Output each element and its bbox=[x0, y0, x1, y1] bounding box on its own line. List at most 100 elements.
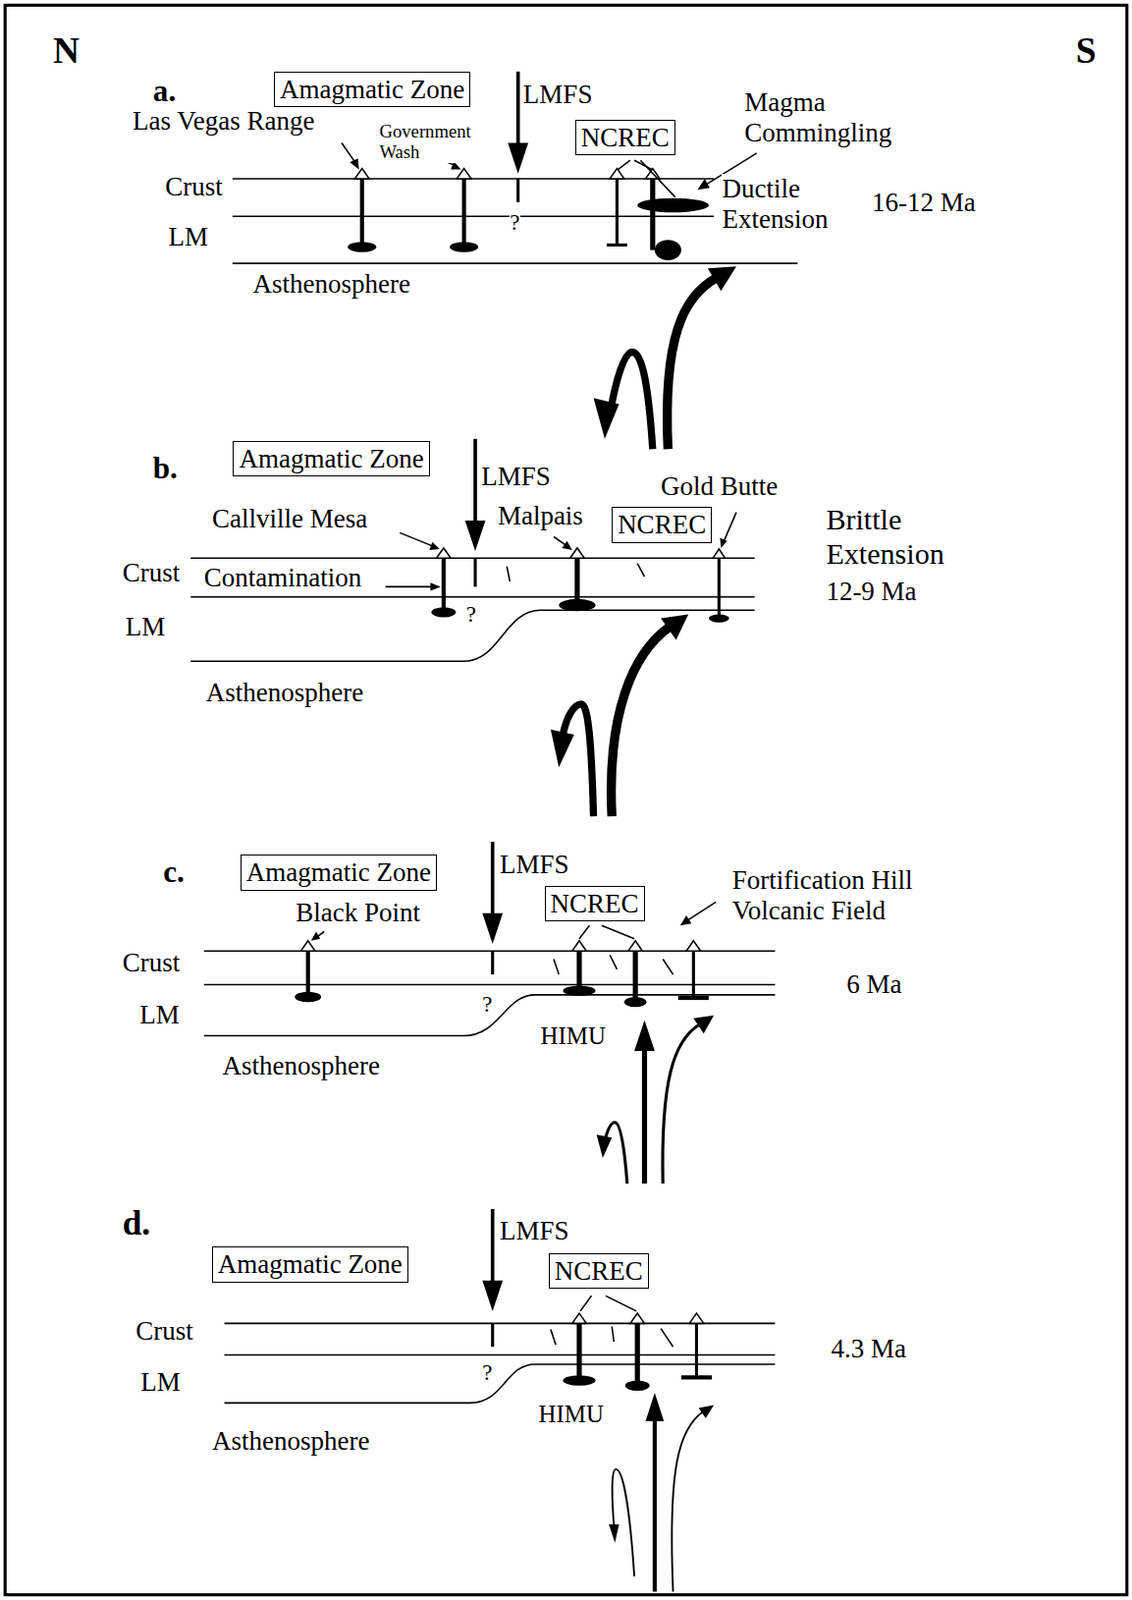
drawing-stroke bbox=[667, 277, 718, 450]
drawing-stroke bbox=[608, 1523, 619, 1543]
panel-b-layers bbox=[190, 557, 755, 661]
drawing-stroke bbox=[550, 1329, 556, 1346]
drawing-stroke bbox=[341, 143, 357, 164]
mantle-flow-arrows-c bbox=[596, 1015, 714, 1184]
drawing-stroke bbox=[354, 168, 370, 179]
drawing-stroke bbox=[637, 563, 645, 578]
text-label: ? bbox=[466, 601, 477, 628]
drawing-stroke bbox=[693, 1015, 714, 1034]
text-label: LM bbox=[125, 611, 166, 643]
drawing-stroke bbox=[430, 582, 440, 591]
text-label: Asthenosphere bbox=[212, 1425, 370, 1456]
panel-c-layers bbox=[204, 950, 776, 1035]
text-label: ? bbox=[482, 1359, 492, 1386]
text-label: LM bbox=[167, 221, 209, 253]
drawing-stroke bbox=[462, 177, 467, 246]
text-label: 4.3 Ma bbox=[831, 1333, 908, 1364]
drawing-stroke bbox=[601, 924, 635, 939]
drawing-stroke bbox=[516, 178, 520, 203]
drawing-stroke bbox=[634, 1020, 655, 1051]
drawing-stroke bbox=[473, 557, 477, 587]
text-label: LMFS bbox=[499, 849, 570, 880]
drawing-stroke bbox=[294, 991, 322, 1002]
drawing-stroke bbox=[449, 241, 479, 252]
zone-box: NCREC bbox=[548, 1252, 649, 1289]
text-label: Crust bbox=[164, 171, 223, 203]
drawing-stroke bbox=[224, 1353, 776, 1356]
text-label: ? bbox=[509, 210, 520, 236]
drawing-stroke bbox=[611, 1325, 614, 1342]
drawing-stroke bbox=[507, 143, 529, 174]
zone-box: Amagmatic Zone bbox=[212, 1245, 409, 1282]
drawing-stroke bbox=[441, 556, 446, 610]
drawing-stroke bbox=[580, 1294, 592, 1311]
drawing-stroke bbox=[612, 1468, 635, 1576]
drawing-stroke bbox=[190, 557, 755, 560]
drawing-stroke bbox=[724, 512, 737, 541]
zone-box: Amagmatic Zone bbox=[273, 71, 471, 108]
text-label: LM bbox=[139, 999, 180, 1030]
text-label: Ductile Extension bbox=[721, 173, 864, 235]
drawing-stroke bbox=[712, 548, 725, 558]
text-label: HIMU bbox=[538, 1400, 603, 1429]
drawing-stroke bbox=[574, 556, 580, 604]
box-label: NCREC bbox=[550, 888, 640, 918]
drawing-stroke bbox=[609, 954, 617, 970]
panel-letter: c. bbox=[162, 854, 185, 890]
text-label: Government Wash bbox=[378, 120, 493, 163]
drawing-stroke bbox=[482, 913, 503, 944]
drawing-stroke bbox=[646, 1392, 665, 1421]
drawing-stroke bbox=[311, 930, 321, 940]
drawing-stroke bbox=[232, 177, 714, 180]
drawing-stroke bbox=[190, 595, 755, 598]
drawing-stroke bbox=[490, 950, 494, 974]
drawing-stroke bbox=[628, 940, 644, 951]
panel-a-dikes bbox=[347, 160, 709, 261]
drawing-stroke bbox=[708, 613, 730, 622]
drawing-stroke bbox=[624, 996, 647, 1007]
drawing-stroke bbox=[224, 1363, 776, 1402]
drawing-stroke bbox=[490, 841, 495, 918]
drawing-stroke bbox=[649, 177, 655, 251]
drawing-stroke bbox=[697, 178, 709, 190]
drawing-stroke bbox=[349, 158, 359, 169]
drawing-stroke bbox=[596, 1133, 613, 1158]
drawing-stroke bbox=[660, 1328, 673, 1348]
drawing-stroke bbox=[306, 949, 311, 995]
panel-letter: b. bbox=[153, 450, 178, 486]
drawing-stroke bbox=[671, 1410, 703, 1592]
drawing-stroke bbox=[360, 177, 365, 246]
drawing-stroke bbox=[681, 1374, 712, 1379]
mantle-flow-arrows-a-b bbox=[593, 266, 737, 449]
panel-b-pointers bbox=[385, 438, 737, 592]
box-label: Amagmatic Zone bbox=[238, 443, 424, 474]
drawing-stroke bbox=[686, 940, 701, 951]
drawing-stroke bbox=[516, 71, 521, 149]
drawing-stroke bbox=[300, 940, 316, 951]
frame bbox=[4, 4, 1128, 1594]
drawing-stroke bbox=[606, 243, 628, 247]
text-label: LMFS bbox=[523, 79, 593, 110]
drawing-stroke bbox=[719, 538, 727, 548]
drawing-stroke bbox=[204, 983, 776, 986]
drawing-stroke bbox=[399, 532, 432, 546]
text-label: Asthenosphere bbox=[206, 677, 364, 708]
drawing-stroke bbox=[640, 160, 675, 197]
text-label: Malpais bbox=[497, 500, 584, 532]
panel-letter: d. bbox=[122, 1203, 151, 1244]
text-label: 12-9 Ma bbox=[825, 576, 917, 607]
box-label: Amagmatic Zone bbox=[246, 857, 432, 887]
drawing-stroke bbox=[562, 703, 593, 816]
panel-c-dikes bbox=[294, 924, 709, 1007]
drawing-stroke bbox=[642, 1045, 647, 1184]
drawing-stroke bbox=[570, 547, 586, 558]
drawing-stroke bbox=[385, 586, 433, 589]
panel-letter: S bbox=[1076, 30, 1097, 73]
panel-a-layers bbox=[232, 178, 798, 264]
text-label: LMFS bbox=[481, 461, 551, 492]
panel-b-dikes bbox=[431, 547, 729, 623]
drawing-stroke bbox=[654, 239, 682, 261]
zone-box: NCREC bbox=[544, 885, 646, 921]
box-label: NCREC bbox=[581, 122, 670, 153]
drawing-stroke bbox=[692, 949, 696, 998]
